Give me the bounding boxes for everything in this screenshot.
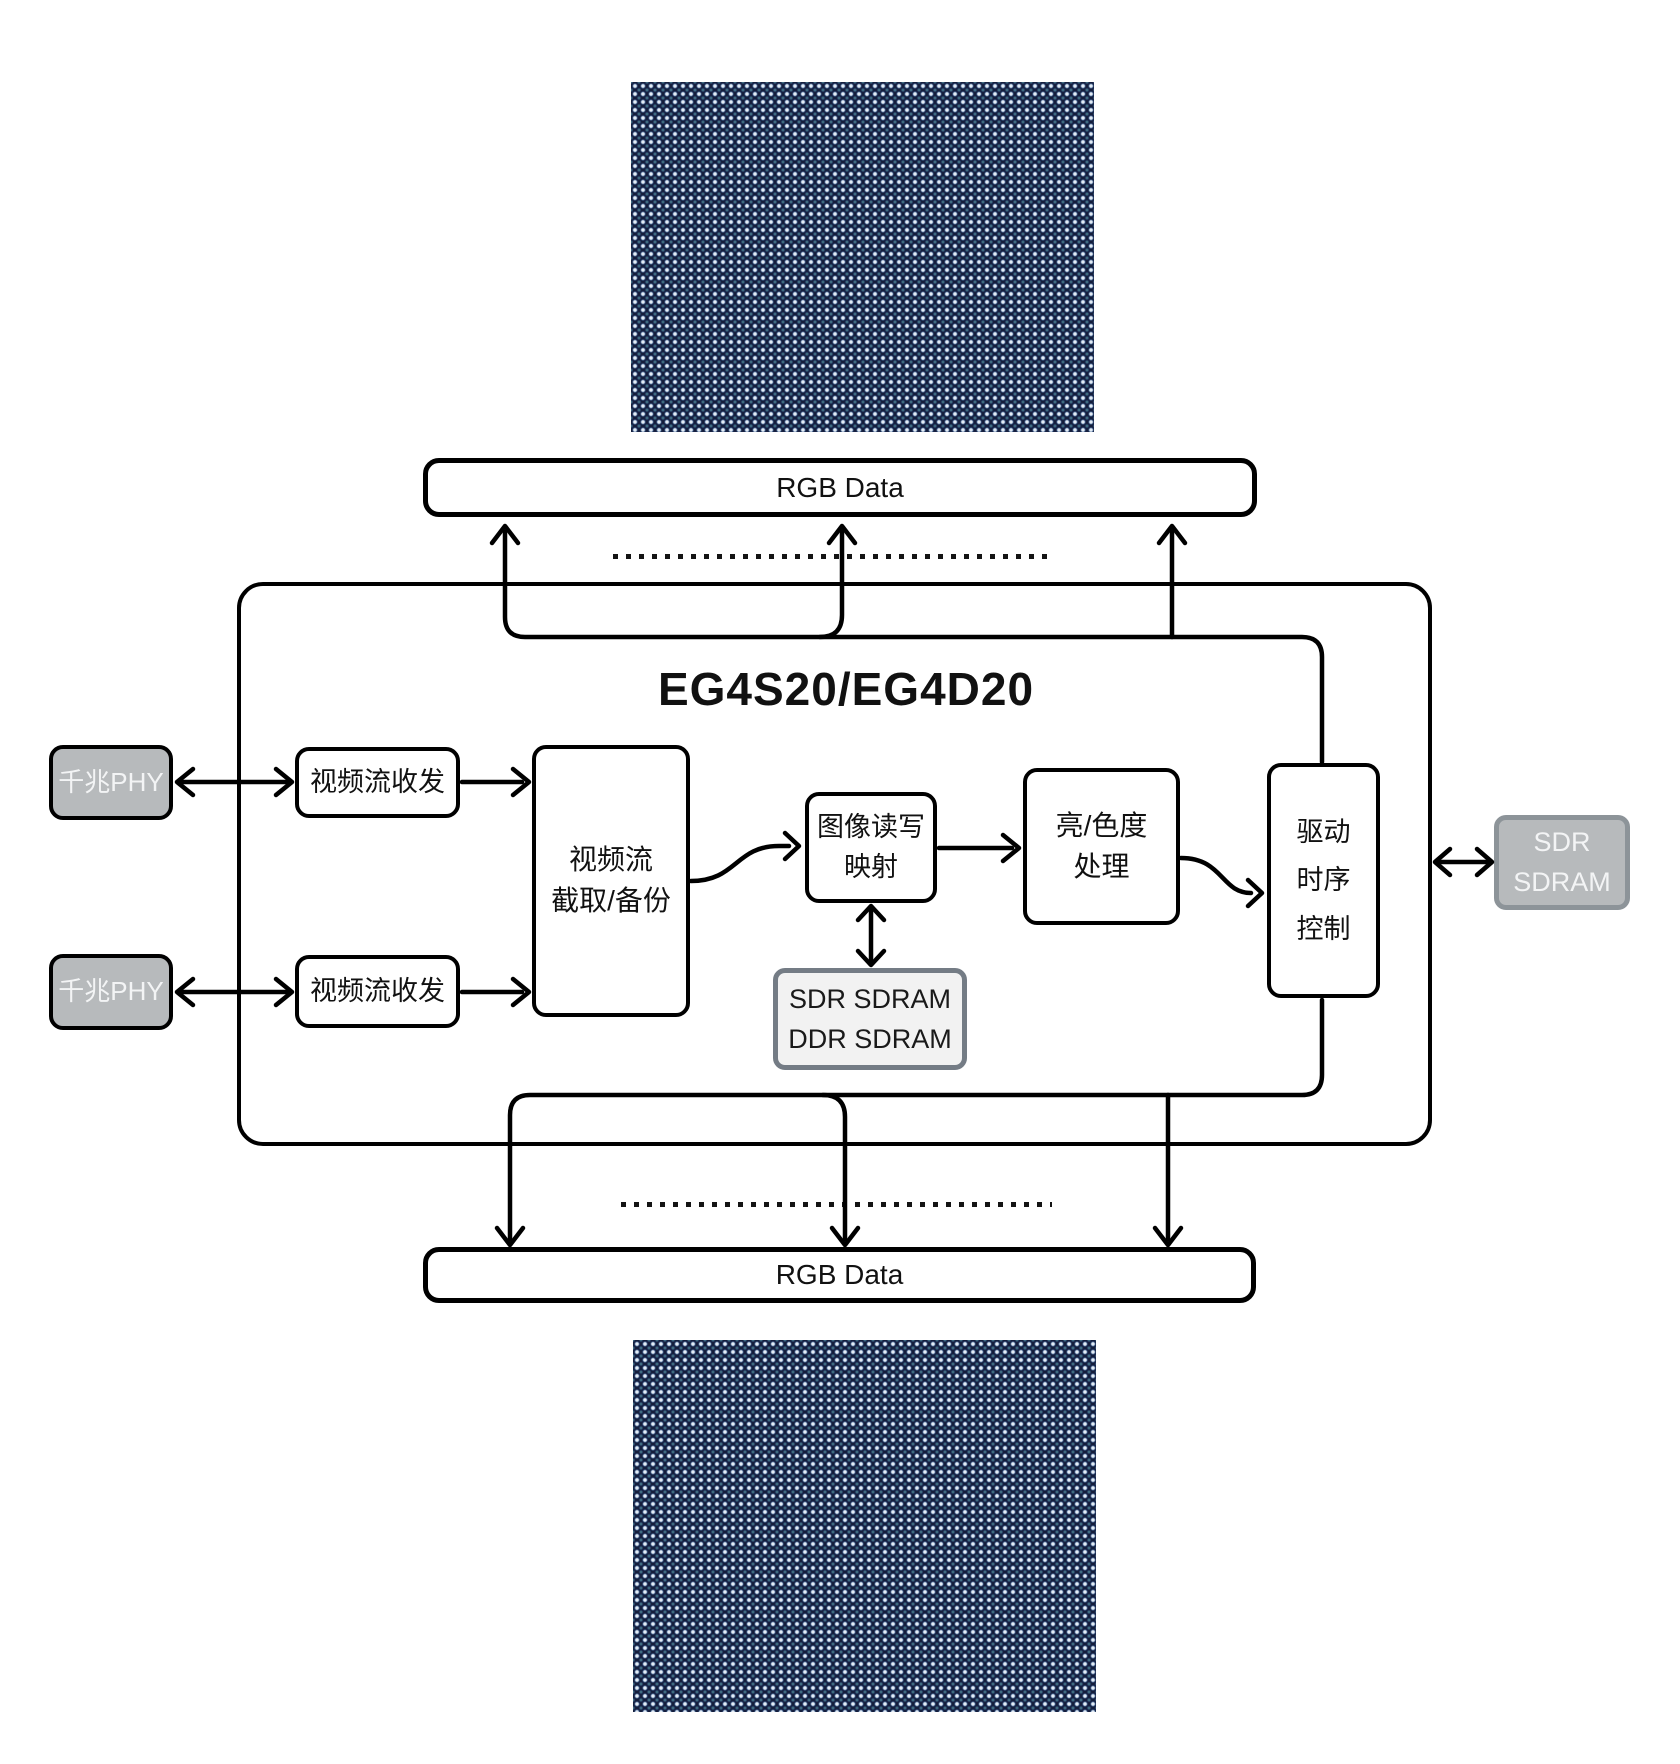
external-sdram-line1: SDR SDRAM (788, 983, 951, 1014)
led-panel-image-bottom (633, 1340, 1096, 1712)
image-rw-mapping-line1: 图像读写 (817, 812, 925, 843)
rgb-data-bar-bottom-label: RGB Data (775, 1259, 904, 1290)
luma-chroma-line2: 处理 (1073, 850, 1130, 882)
sdr-sdram-right: SDR SDRAM (1494, 815, 1630, 910)
image-rw-mapping: 图像读写 映射 (805, 792, 937, 903)
gigabit-phy-1: 千兆PHY (49, 745, 173, 820)
video-transceiver-2-label: 视频流收发 (310, 975, 445, 1006)
image-rw-mapping-line2: 映射 (844, 851, 898, 882)
rgb-data-bar-top-label: RGB Data (776, 471, 904, 503)
video-capture-backup-line1: 视频流 (568, 844, 653, 876)
gigabit-phy-2: 千兆PHY (49, 954, 173, 1030)
drive-timing-line3: 控制 (1296, 913, 1351, 944)
external-sdram-line2: DDR SDRAM (788, 1024, 952, 1054)
dotted-separator-bottom (621, 1202, 1052, 1207)
video-capture-backup-line2: 截取/备份 (551, 885, 671, 916)
arrow-drive-sdram-right (1435, 849, 1492, 875)
video-transceiver-1: 视频流收发 (295, 747, 460, 818)
video-transceiver-2: 视频流收发 (295, 955, 460, 1028)
external-sdram-box: SDR SDRAM DDR SDRAM (773, 968, 967, 1070)
gigabit-phy-1-label: 千兆PHY (58, 766, 164, 797)
sdr-sdram-right-line1: SDR (1533, 827, 1591, 858)
video-capture-backup: 视频流 截取/备份 (532, 745, 690, 1017)
gigabit-phy-2-label: 千兆PHY (58, 976, 164, 1007)
drive-timing-control: 驱动 时序 控制 (1267, 763, 1380, 998)
rgb-data-bar-bottom: RGB Data (423, 1247, 1256, 1303)
led-panel-image-top (631, 82, 1094, 432)
luma-chroma-line1: 亮/色度 (1055, 809, 1148, 841)
rgb-data-bar-top: RGB Data (423, 458, 1257, 517)
drive-timing-line1: 驱动 (1296, 816, 1351, 847)
dotted-separator-top (613, 554, 1047, 559)
luma-chroma-processing: 亮/色度 处理 (1023, 768, 1180, 925)
drive-timing-line2: 时序 (1296, 865, 1351, 896)
sdr-sdram-right-line2: SDRAM (1513, 866, 1611, 897)
chip-title: EG4S20/EG4D20 (657, 663, 1035, 715)
video-transceiver-1-label: 视频流收发 (310, 766, 445, 797)
